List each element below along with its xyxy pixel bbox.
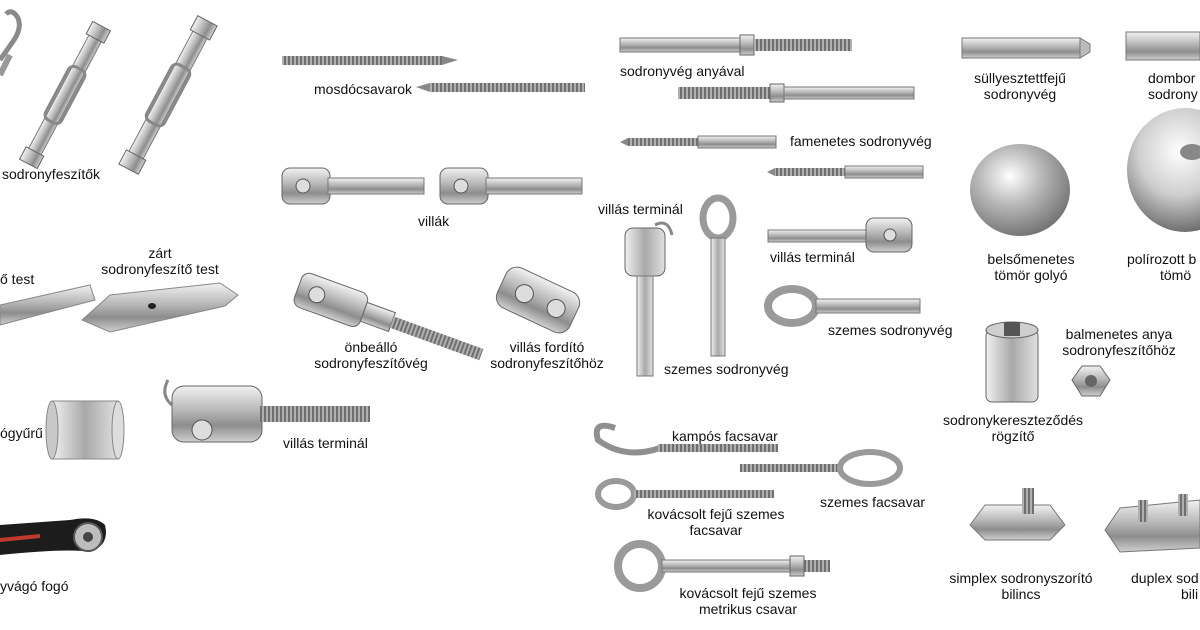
fork-swivel-image bbox=[495, 266, 581, 334]
label-wire-end-with-nut: sodronyvég anyával bbox=[620, 63, 745, 79]
label-simplex-line1: simplex sodronyszorító bbox=[949, 570, 1093, 586]
label-left-hand-nut: balmenetes anya sodronyfeszítőhöz bbox=[1062, 326, 1176, 358]
label-fork-swivel: villás fordító sodronyfeszítőhöz bbox=[490, 339, 604, 371]
turnbuckle-bodies-image bbox=[0, 282, 239, 333]
label-polished-ball-line1: polírozott b bbox=[1127, 251, 1197, 267]
label-cross-clamp-line2: rögzítő bbox=[991, 428, 1035, 444]
label-fork-swivel-line2: sodronyfeszítőhöz bbox=[490, 355, 604, 371]
label-self-aligning-end: önbeálló sodronyfeszítővég bbox=[314, 339, 428, 371]
dome-wire-end-image bbox=[1125, 31, 1200, 61]
fork-terminal-mid-image bbox=[767, 217, 913, 253]
label-fork-terminal-mid: villás terminál bbox=[770, 249, 855, 265]
label-threaded-ball: belsőmenetes tömör golyó bbox=[987, 251, 1074, 283]
wire-end-with-nut-image bbox=[619, 34, 915, 103]
label-self-aligning-line1: önbeálló bbox=[344, 339, 398, 355]
label-metric-bolt-line2: metrikus csavar bbox=[698, 601, 798, 617]
label-countersunk-wire-end: süllyesztettfejű sodronyvég bbox=[974, 70, 1066, 102]
label-cross-clamp: sodronykereszteződés rögzítő bbox=[943, 412, 1083, 444]
simplex-clamp-image bbox=[969, 488, 1066, 541]
label-dome-line1: dombor bbox=[1148, 70, 1196, 86]
label-dome-line2: sodrony bbox=[1148, 86, 1198, 102]
label-turnbuckles: sodronyfeszítők bbox=[2, 166, 101, 182]
label-simplex-clamp: simplex sodronyszorító bilincs bbox=[949, 570, 1092, 602]
self-aligning-end-image bbox=[293, 272, 484, 361]
label-fork-terminal-top: villás terminál bbox=[598, 201, 683, 217]
label-countersunk-line1: süllyesztettfejű bbox=[974, 70, 1066, 86]
duplex-clamp-image bbox=[1104, 494, 1200, 553]
polished-ball-image bbox=[1127, 108, 1200, 232]
label-polished-ball-line2: tömö bbox=[1160, 267, 1192, 283]
forged-eye-metric-bolt-image bbox=[614, 540, 830, 592]
label-eye-wire-end: szemes sodronyvég bbox=[828, 322, 953, 338]
label-closed-turnbuckle-body: zárt sodronyfeszítő test bbox=[101, 245, 219, 277]
forged-eye-screw-image bbox=[595, 478, 774, 510]
eye-wire-end-image bbox=[764, 285, 921, 327]
fork-terminal-bottom-image bbox=[163, 379, 370, 443]
countersunk-wire-end-image bbox=[961, 37, 1091, 59]
fork-terminal-vertical-image bbox=[624, 221, 674, 377]
label-ring-sleeve: ógyűrű bbox=[0, 425, 43, 441]
label-threaded-ball-line1: belsőmenetes bbox=[987, 251, 1075, 267]
label-closed-body-line2: sodronyfeszítő test bbox=[101, 261, 219, 277]
label-forged-eye-screw-line1: kovácsolt fejű szemes bbox=[647, 506, 785, 522]
eye-wire-end-vertical-image bbox=[699, 194, 737, 357]
ring-sleeve-image bbox=[45, 400, 125, 460]
label-duplex-line2: bili bbox=[1181, 586, 1199, 602]
hook-screws-image bbox=[593, 422, 903, 487]
threaded-ball-image bbox=[970, 144, 1070, 236]
label-forged-eye-screw-line2: facsavar bbox=[689, 522, 743, 538]
label-forged-eye-metric-bolt: kovácsolt fejű szemes metrikus csavar bbox=[680, 585, 817, 617]
cross-clamp-image bbox=[985, 321, 1039, 403]
left-hand-nut-image bbox=[1071, 365, 1111, 397]
label-wood-thread-wire-end: famenetes sodronyvég bbox=[790, 133, 932, 149]
label-polished-ball: polírozott b tömö bbox=[1127, 251, 1196, 283]
wood-thread-wire-end-image bbox=[620, 135, 924, 179]
label-simplex-line2: bilincs bbox=[1001, 586, 1041, 602]
turnbuckles-image bbox=[0, 9, 218, 176]
label-threaded-ball-line2: tömör golyó bbox=[994, 267, 1068, 283]
label-hanger-bolts: mosdócsavarok bbox=[314, 81, 413, 97]
wire-cutter-image bbox=[0, 518, 106, 555]
label-left-hand-nut-line1: balmenetes anya bbox=[1065, 326, 1173, 342]
label-metric-bolt-line1: kovácsolt fejű szemes bbox=[679, 585, 817, 601]
label-hook-screw: kampós facsavar bbox=[672, 428, 778, 444]
label-closed-body-line1: zárt bbox=[148, 245, 172, 261]
label-self-aligning-line2: sodronyfeszítővég bbox=[314, 355, 428, 371]
label-duplex-line1: duplex sod bbox=[1131, 570, 1199, 586]
label-eye-screw: szemes facsavar bbox=[820, 494, 926, 510]
label-duplex-clamp: duplex sod bili bbox=[1131, 570, 1199, 602]
clevis-forks-image bbox=[281, 167, 583, 205]
label-left-hand-nut-line2: sodronyfeszítőhöz bbox=[1062, 342, 1176, 358]
hanger-bolts-image bbox=[282, 56, 585, 92]
label-eye-wire-end-vertical: szemes sodronyvég bbox=[664, 361, 789, 377]
label-clevis-forks: villák bbox=[418, 213, 450, 229]
label-fork-terminal-bottom: villás terminál bbox=[283, 435, 368, 451]
label-fork-swivel-line1: villás fordító bbox=[509, 339, 585, 355]
label-dome-wire-end: dombor sodrony bbox=[1148, 70, 1198, 102]
label-countersunk-line2: sodronyvég bbox=[983, 86, 1057, 102]
label-wire-cutter: yvágó fogó bbox=[0, 578, 69, 594]
label-cross-clamp-line1: sodronykereszteződés bbox=[942, 412, 1084, 428]
label-forged-eye-screw: kovácsolt fejű szemes facsavar bbox=[648, 506, 785, 538]
label-turnbuckle-body-cut: ő test bbox=[0, 271, 35, 287]
